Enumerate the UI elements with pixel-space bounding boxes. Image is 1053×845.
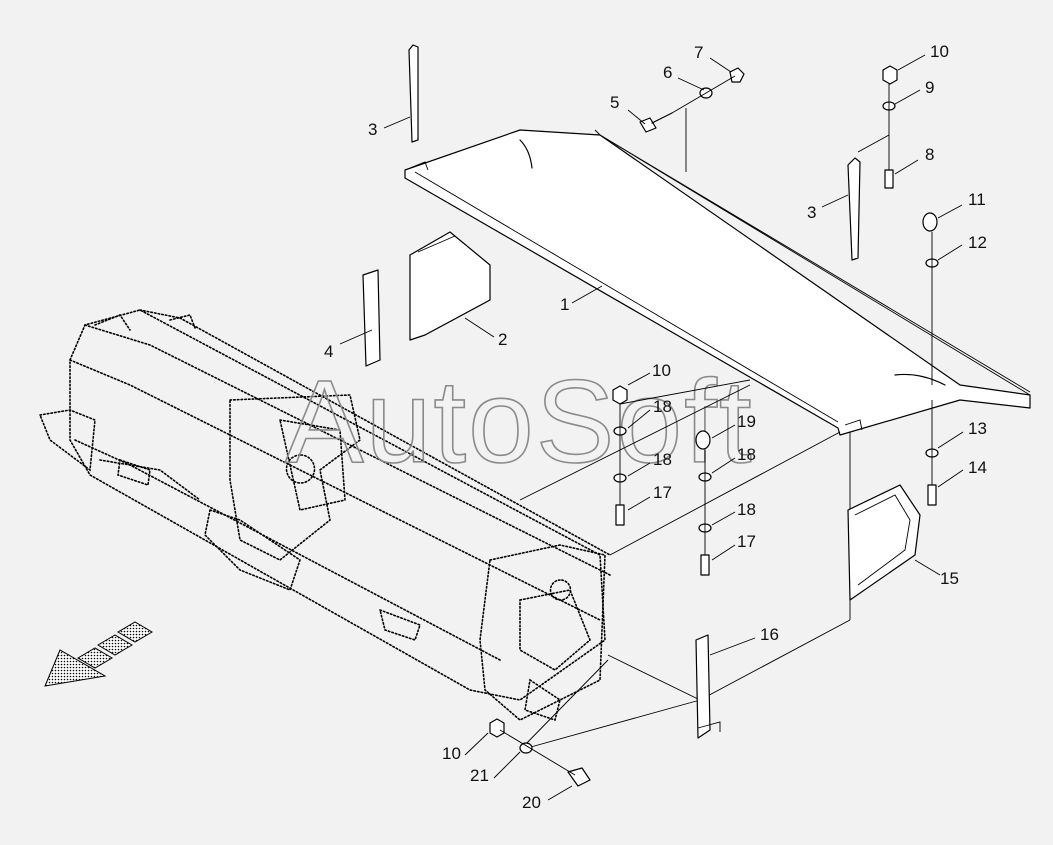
side-sheet-lines [519,384,851,751]
callout-9: 9 [925,78,934,97]
callout-10-bottom: 10 [442,744,461,763]
watermark-text: AutoSoft [285,356,754,488]
cover-panel [404,129,1031,436]
callout-15: 15 [940,569,959,588]
eyebolt-11 [922,212,938,232]
side-guard [847,484,921,601]
callout-6: 6 [663,63,672,82]
nut-10-top [882,65,898,85]
callout-10-mid: 10 [652,361,671,380]
callout-14: 14 [968,458,987,477]
leader-rod-right [857,134,890,153]
callout-17-right: 17 [737,532,756,551]
nut-10-bottom [489,718,505,738]
bracket-plate [409,231,491,341]
leader-lines [339,54,964,801]
callout-labels: 1 2 3 3 4 5 6 7 8 9 10 10 10 11 12 13 14… [324,42,987,812]
rod-right [847,157,861,261]
washer-21 [519,742,533,754]
feeder-housing-outline [38,309,611,722]
eyebolt-19 [695,430,711,450]
callout-10-top: 10 [930,42,949,61]
bolt-17-a [615,504,625,526]
bolt-14 [927,484,937,506]
callout-18-c: 18 [737,445,756,464]
rod-left [408,44,419,143]
callout-4: 4 [324,342,333,361]
bolt-20 [567,767,591,787]
bolt-8 [884,169,894,189]
callout-17-left: 17 [653,483,672,502]
callout-16: 16 [760,625,779,644]
nut-10-mid [612,385,628,405]
callout-1: 1 [560,295,569,314]
callout-18-d: 18 [737,500,756,519]
callout-3-left: 3 [368,120,377,139]
direction-arrow-icon [44,621,153,687]
bolt-axis-20 [499,729,576,776]
callout-7: 7 [694,43,703,62]
callout-21: 21 [470,766,489,785]
callout-11: 11 [968,190,986,209]
bolt-axis-5-7 [671,75,736,114]
bolt-17-b [700,554,710,576]
bottom-strip [695,634,721,739]
callout-19: 19 [737,412,756,431]
callout-20: 20 [522,793,541,812]
callout-18-b: 18 [653,450,672,469]
bolt-5 [639,112,673,133]
callout-8: 8 [925,145,934,164]
leader-mount-17a [619,379,751,405]
callout-18-a: 18 [653,397,672,416]
callout-12: 12 [968,233,987,252]
callout-5: 5 [610,93,619,112]
callout-13: 13 [968,419,987,438]
vertical-strip [362,269,381,367]
callout-2: 2 [498,330,507,349]
nut-7 [729,67,745,83]
callout-3-right: 3 [807,203,816,222]
